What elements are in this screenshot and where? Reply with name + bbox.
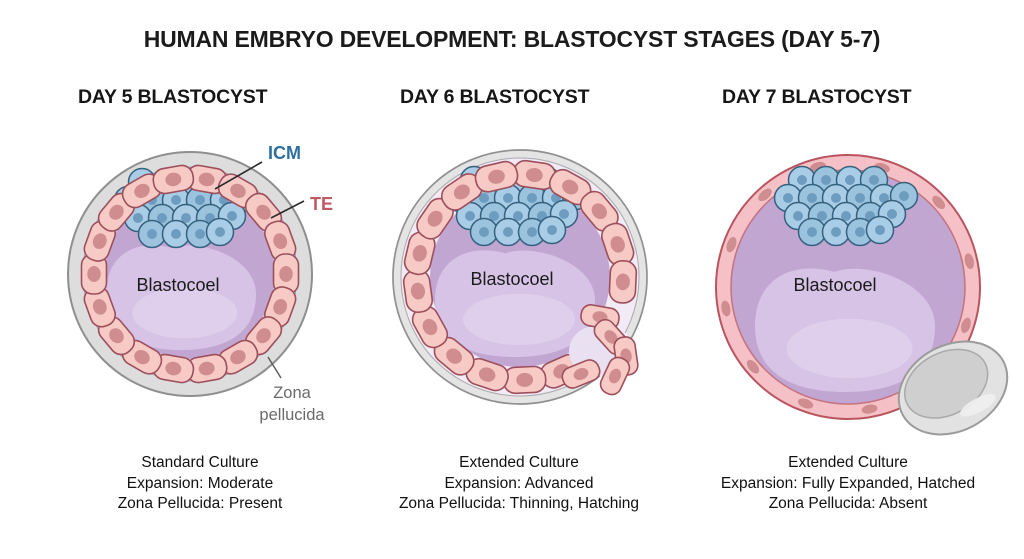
te-cell [433,336,475,376]
icm-pointer-line [214,161,263,190]
te-cell [83,220,117,262]
te-cell [440,173,483,211]
figure-title: HUMAN EMBRYO DEVELOPMENT: BLASTOCYST STA… [143,26,881,52]
blastocoel-fluid [106,245,256,350]
zona-status-line: Zona Pellucida: Thinning, Hatching [398,495,640,512]
blastocoel-fluid [435,250,595,357]
te-cell [539,353,584,389]
day6-caption: Extended Culture Expansion: Advanced Zon… [359,453,679,515]
zona-pointer-line [267,356,282,379]
zona-pellucida-ring [67,151,313,397]
te-cell [608,260,638,304]
expansion-line: Expansion: Fully Expanded, Hatched [720,474,976,492]
te-band [715,154,981,420]
te-cell [512,159,557,191]
te-cell [402,269,434,314]
blastocoel-fluid [755,268,935,392]
te-cell [121,173,163,209]
shell-highlight [960,394,996,417]
te-cell [416,197,454,240]
shell-inner [903,348,989,419]
icm-cluster [773,165,919,247]
te-cell [601,222,635,267]
te-cell [217,173,259,209]
te-cell-ring [80,164,300,384]
te-cell [217,339,259,375]
culture-type-line: Standard Culture [141,454,259,471]
day7-caption: Extended Culture Expansion: Fully Expand… [658,453,1024,515]
te-cell [244,192,283,232]
te-cell [185,353,228,384]
te-cell [411,305,449,349]
te-cell [272,253,300,295]
te-cell [263,220,297,262]
expansion-line: Expansion: Advanced [444,474,594,492]
day6-heading: DAY 6 BLASTOCYST [400,86,590,108]
blastocoel-label: Blastocoel [793,275,876,295]
zona-pellucida-thin-ring [392,149,648,405]
day5-heading: DAY 5 BLASTOCYST [78,86,268,108]
te-cell [263,286,297,328]
icm-cluster [445,165,591,247]
zona-pellucida-label-line2: pellucida [259,406,325,424]
expansion-line: Expansion: Moderate [126,474,274,492]
day7-heading: DAY 7 BLASTOCYST [722,86,912,108]
te-cell [121,339,163,375]
te-band-nuclei [721,161,974,414]
shell-outer [897,340,1009,436]
te-cell [580,304,620,330]
culture-type-line: Extended Culture [788,454,908,471]
day7-blastocyst-diagram: Blastocoel [715,154,1009,436]
icm-label: ICM [268,143,301,163]
zona-status-line: Zona Pellucida: Present [117,495,283,512]
day6-blastocyst-diagram: Blastocoel [392,149,648,405]
culture-type-line: Extended Culture [459,454,579,471]
day5-caption: Standard Culture Expansion: Moderate Zon… [40,453,360,515]
te-cell [561,359,601,389]
icm-cluster [113,167,259,249]
te-cell [152,353,195,384]
te-cell [593,318,629,356]
te-cell [97,316,136,356]
te-cell [465,357,509,392]
te-cell [152,164,195,195]
te-cell [502,365,547,395]
blastocoel-cavity [430,187,610,367]
te-cell [97,192,136,232]
blastocoel-label: Blastocoel [470,269,553,289]
zona-status-line: Zona Pellucida: Absent [768,495,928,512]
te-pointer-line [270,200,305,219]
zona-pellucida-label-line1: Zona [273,384,311,402]
perivitelline-space [82,166,298,382]
te-label: TE [310,194,333,214]
te-cell [80,253,108,295]
te-cell [599,356,631,396]
te-cell [613,336,639,376]
te-cell-ring [402,159,638,395]
day5-blastocyst-diagram: Blastocoel ICM TE Zona pellucida [67,143,333,424]
te-cell [83,286,117,328]
blastocoel-label: Blastocoel [136,275,219,295]
te-cell [474,160,519,193]
empty-zona-shell [897,340,1009,436]
blastocoel-cavity [730,169,966,405]
blastocoel-cavity [105,189,275,359]
te-cell [579,190,619,232]
hatching-cells [561,304,639,396]
te-cell [548,168,592,206]
te-cell [244,316,283,356]
perivitelline-space [400,157,640,397]
te-cell [185,164,228,195]
te-cell [403,231,436,276]
